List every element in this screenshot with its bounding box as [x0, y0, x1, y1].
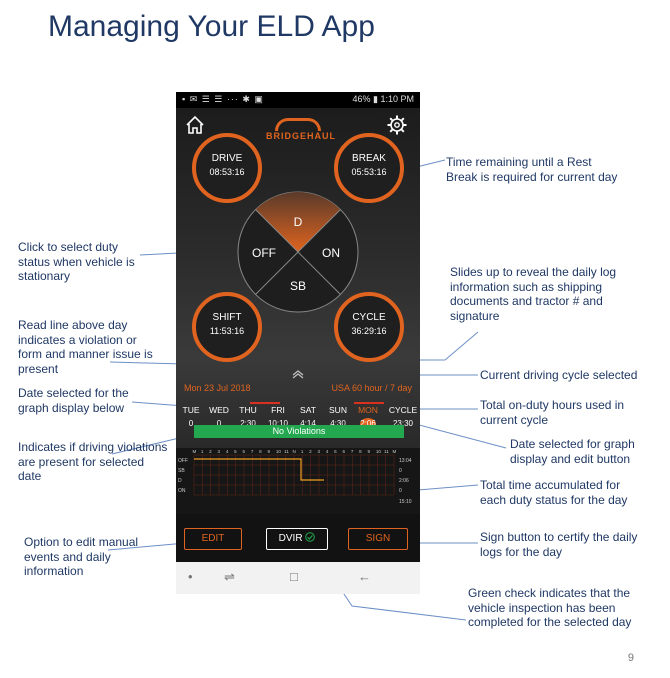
annotation-red-line: Read line above day indicates a violatio… — [18, 318, 153, 376]
shift-gauge: SHIFT 11:53:16 — [192, 292, 262, 362]
annotation-cycle-selected: Current driving cycle selected — [480, 368, 638, 382]
graph-hour-label: 4 — [226, 449, 229, 454]
graph-hour-label: 8 — [359, 449, 362, 454]
duty-off[interactable]: OFF — [252, 246, 276, 260]
violations-banner: No Violations — [194, 425, 404, 438]
annotation-date-selected: Date selected for the graph display belo… — [18, 386, 129, 415]
graph-hour-label: 2 — [209, 449, 212, 454]
violation-line — [354, 402, 384, 404]
annotation-rest-break: Time remaining until a Rest Break is req… — [446, 155, 618, 184]
graph-total: 2:06 — [399, 478, 409, 484]
annotation-total-on-duty: Total on-duty hours used in current cycl… — [480, 398, 625, 427]
dvir-button[interactable]: DVIR — [266, 528, 328, 550]
status-right: 46% ▮ 1:10 PM — [352, 94, 414, 105]
cycle-gauge: CYCLE 36:29:16 — [334, 292, 404, 362]
annotation-violations: Indicates if driving violations are pres… — [18, 440, 168, 483]
cycle-rule[interactable]: USA 60 hour / 7 day — [331, 383, 412, 393]
graph-hour-label: 4 — [326, 449, 329, 454]
graph-total-sum: 15:10 — [399, 499, 412, 505]
annotation-time-accumulated: Total time accumulated for each duty sta… — [480, 478, 628, 507]
annotation-edit-option: Option to edit manual events and daily i… — [24, 535, 139, 578]
app-main: BRIDGEHAUL DRIVE 08:53:16 BREAK 05:53:16… — [176, 108, 420, 463]
graph-hour-label: 5 — [234, 449, 237, 454]
duty-trace — [194, 458, 324, 481]
annotation-slides-up: Slides up to reveal the daily log inform… — [450, 265, 617, 323]
graph-hour-label: 9 — [368, 449, 371, 454]
duty-driving-segment[interactable] — [255, 192, 341, 252]
annotation-date-edit: Date selected for graph display and edit… — [510, 437, 635, 466]
date-row: Mon 23 Jul 2018 USA 60 hour / 7 day — [176, 383, 420, 397]
graph-hour-label: 11 — [384, 449, 389, 454]
graph-hour-label: 10 — [376, 449, 382, 454]
android-nav-bar: • ⇌ □ ← — [176, 562, 420, 594]
graph-hour-label: 10 — [276, 449, 282, 454]
drive-gauge: DRIVE 08:53:16 — [192, 133, 262, 203]
graph-total: 13:04 — [399, 458, 412, 464]
graph-row-label: ON — [178, 488, 186, 494]
selected-date[interactable]: Mon 23 Jul 2018 — [184, 383, 251, 393]
sign-button[interactable]: SIGN — [348, 528, 408, 550]
dvir-label: DVIR — [278, 533, 303, 544]
chevron-up-icon[interactable] — [290, 370, 306, 380]
graph-hour-label: 7 — [351, 449, 354, 454]
graph-hour-label: N — [293, 449, 296, 454]
clock: 1:10 PM — [380, 94, 414, 104]
status-bar: ▪ ✉ ☰ ☰ ··· ✱ ▣ 46% ▮ 1:10 PM — [176, 92, 420, 108]
battery-level: 46% — [352, 94, 371, 104]
back-icon[interactable]: ← — [358, 569, 371, 584]
duty-sb[interactable]: SB — [290, 279, 306, 293]
page-number: 9 — [627, 652, 634, 664]
graph-hour-label: 3 — [318, 449, 321, 454]
nav-home-icon[interactable]: □ — [290, 569, 298, 584]
home-icon[interactable] — [184, 114, 206, 136]
graph-hour-label: 3 — [218, 449, 221, 454]
graph-total: 0 — [399, 488, 402, 494]
gear-icon[interactable] — [386, 114, 408, 136]
graph-hour-label: 6 — [343, 449, 346, 454]
graph-hour-label: 6 — [243, 449, 246, 454]
status-icons: ▪ ✉ ☰ ☰ ··· ✱ ▣ — [182, 94, 264, 104]
graph-row-label: D — [178, 478, 182, 484]
graph-hour-label: 9 — [268, 449, 271, 454]
phone-screen: ▪ ✉ ☰ ☰ ··· ✱ ▣ 46% ▮ 1:10 PM BRIDGEHAUL — [176, 92, 420, 594]
annotation-green-check: Green check indicates that the vehicle i… — [468, 586, 632, 629]
battery-icon: ▮ — [373, 94, 378, 104]
graph-row-label: SB — [178, 468, 185, 474]
nav-dot-icon[interactable]: • — [188, 569, 193, 584]
duty-d[interactable]: D — [294, 215, 303, 229]
graph-hour-label: M — [393, 449, 397, 454]
recent-apps-icon[interactable]: ⇌ — [224, 569, 235, 584]
annotation-sign-button: Sign button to certify the daily logs fo… — [480, 530, 638, 559]
graph-hour-label: 2 — [309, 449, 312, 454]
graph-total: 0 — [399, 468, 402, 474]
graph-hour-label: 11 — [284, 449, 289, 454]
graph-hour-label: 1 — [201, 449, 204, 454]
break-gauge: BREAK 05:53:16 — [334, 133, 404, 203]
graph-row-label: OFF — [178, 458, 188, 464]
annotation-duty-status: Click to select duty status when vehicle… — [18, 240, 135, 283]
slide-title: Managing Your ELD App — [48, 10, 375, 43]
edit-button[interactable]: EDIT — [184, 528, 242, 550]
violation-line — [250, 402, 280, 404]
duty-on[interactable]: ON — [322, 246, 340, 260]
check-icon — [305, 532, 316, 542]
graph-hour-label: 7 — [251, 449, 254, 454]
app-logo: BRIDGEHAUL — [266, 118, 335, 141]
graph-hour-label: 5 — [334, 449, 337, 454]
action-buttons: EDIT DVIR SIGN — [176, 528, 420, 554]
graph-hour-label: 1 — [301, 449, 304, 454]
graph-hour-label: M — [193, 449, 197, 454]
graph-hour-label: 8 — [259, 449, 262, 454]
duty-status-selector: D OFF ON SB — [237, 191, 359, 313]
